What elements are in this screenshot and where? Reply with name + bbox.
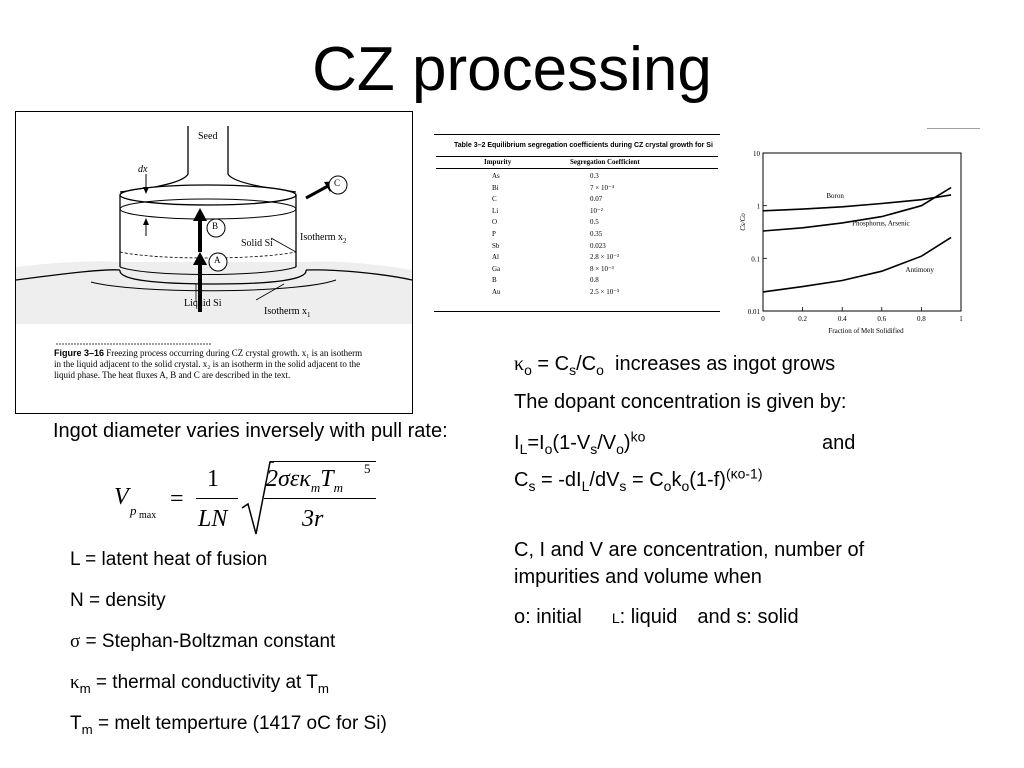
dopant-concentration-text: The dopant concentration is given by: (514, 391, 847, 413)
y-tick-label: 1 (757, 203, 761, 211)
table-cell-impurity: Li (492, 206, 499, 215)
formula-root-numerator: 2σεκmTm (266, 466, 343, 495)
definition-item: σ = Stephan-Boltzman constant (70, 631, 336, 652)
series-label: Antimony (906, 266, 935, 274)
series-line (762, 186, 952, 232)
table-cell-coefficient: 0.8 (590, 276, 599, 285)
table-frame (434, 134, 720, 312)
formula-equals: = (170, 486, 184, 512)
table-title: Table 3–2 Equilibrium segregation coeffi… (454, 142, 713, 149)
seed-label: Seed (198, 131, 218, 142)
formula-lhs-sub: p (130, 503, 137, 518)
pull-rate-formula: V p max = 1 LN 2σεκmTm 5 3r (112, 458, 402, 538)
table-cell-coefficient: 2.8 × 10⁻³ (590, 253, 619, 262)
and-label: and (822, 432, 856, 454)
flux-a-label: A (214, 255, 221, 265)
radical-sign (241, 461, 274, 535)
figure-caption-title: Figure 3–16 (54, 348, 105, 358)
table-cell-coefficient: 0.3 (590, 172, 599, 180)
series-line (762, 194, 952, 212)
segregation-table-figure: Table 3–2 Equilibrium segregation coeffi… (432, 134, 722, 312)
figure-caption-text: Freezing process occurring during CZ cry… (54, 348, 363, 380)
table-cell-impurity: Sb (492, 241, 500, 250)
table-cell-impurity: Al (492, 253, 499, 262)
page-title: CZ processing (312, 35, 712, 104)
plot-frame (762, 152, 962, 312)
formula-root-denominator: 3r (302, 506, 324, 532)
table-cell-impurity: Ga (492, 264, 501, 273)
flux-c-label: C (334, 178, 341, 188)
ingot-diameter-text: Ingot diameter varies inversely with pul… (53, 420, 448, 442)
x-tick-label: 1 (959, 315, 963, 323)
flux-b-label: B (212, 221, 219, 231)
table-cell-impurity: C (492, 195, 497, 204)
table-cell-impurity: Au (492, 288, 501, 296)
symbol-definitions: L = latent heat of fusion N = density σ = … (70, 548, 490, 753)
x-tick-label: 0.8 (917, 315, 926, 323)
liquid-si-label: Liquid Si (184, 298, 222, 309)
definition-item: Tm = melt temperture (1417 oC for Si) (70, 713, 387, 737)
table-cell-impurity: O (492, 218, 498, 227)
table-cell-coefficient: 0.5 (590, 218, 599, 227)
table-header-coefficient: Segregation Coefficient (570, 158, 640, 166)
series-label: Phosphorus, Arsenic (852, 220, 910, 228)
isotherm-x2-label: Isotherm x2 (300, 232, 347, 245)
table-cell-impurity: B (492, 276, 497, 285)
formula-lhs: V (114, 484, 129, 510)
definition-item: N = density (70, 590, 166, 611)
formula-denominator: LN (198, 506, 228, 532)
formula-numerator: 1 (207, 466, 219, 492)
table-cell-impurity: P (492, 230, 496, 238)
formula-exponent: 5 (364, 461, 371, 476)
table-cell-coefficient: 0.07 (590, 195, 603, 204)
y-axis-label: Cs/Co (739, 213, 747, 231)
x-tick-label: 0.2 (798, 315, 807, 323)
definition-item: L = latent heat of fusion (70, 549, 268, 570)
variables-description: C, I and V are concentration, number of … (514, 539, 865, 588)
table-cell-coefficient: 8 × 10⁻³ (590, 264, 614, 273)
table-cell-coefficient: 10⁻² (590, 206, 603, 215)
y-tick-label: 0.1 (751, 255, 760, 263)
x-tick-label: 0.6 (877, 315, 886, 323)
concentration-equation: Cs = -dIL/dVs = Coko(1-f)(κo-1) (514, 465, 763, 494)
x-tick-label: 0 (761, 315, 765, 323)
crystal-growth-diagram (16, 126, 412, 345)
series-line (762, 236, 952, 293)
series-label: Boron (826, 192, 844, 200)
segregation-ratio-line: κo = Cs/Co increases as ingot grows (514, 353, 836, 378)
table-cell-impurity: As (492, 172, 500, 180)
solid-si-label: Solid Si (241, 238, 273, 249)
right-text-block: κo = Cs/Co increases as ingot grows The … (514, 351, 954, 632)
dx-label: dx (138, 164, 148, 175)
table-cell-coefficient: 0.35 (590, 230, 603, 238)
x-tick-label: 0.4 (838, 315, 847, 323)
y-tick-label: 10 (753, 150, 761, 158)
isotherm-x1-label: Isotherm x1 (264, 306, 311, 319)
x-axis-label: Fraction of Melt Solidified (828, 327, 904, 335)
table-cell-impurity: Bi (492, 183, 499, 192)
table-cell-coefficient: 2.5 × 10⁻⁵ (590, 288, 620, 296)
definition-item: κm = thermal conductivity at Tm (70, 672, 329, 696)
table-cell-coefficient: 0.023 (590, 241, 606, 250)
figure-caption: Figure 3–16 Freezing process occurring d… (54, 348, 370, 381)
formula-lhs-sub2: max (139, 510, 157, 521)
freezing-process-figure: Seed dx Solid Si Liquid Si Isotherm x2 I… (15, 111, 413, 414)
table-header-impurity: Impurity (484, 158, 512, 166)
y-tick-label: 0.01 (748, 308, 761, 316)
table-cell-coefficient: 7 × 10⁻⁴ (590, 183, 615, 192)
